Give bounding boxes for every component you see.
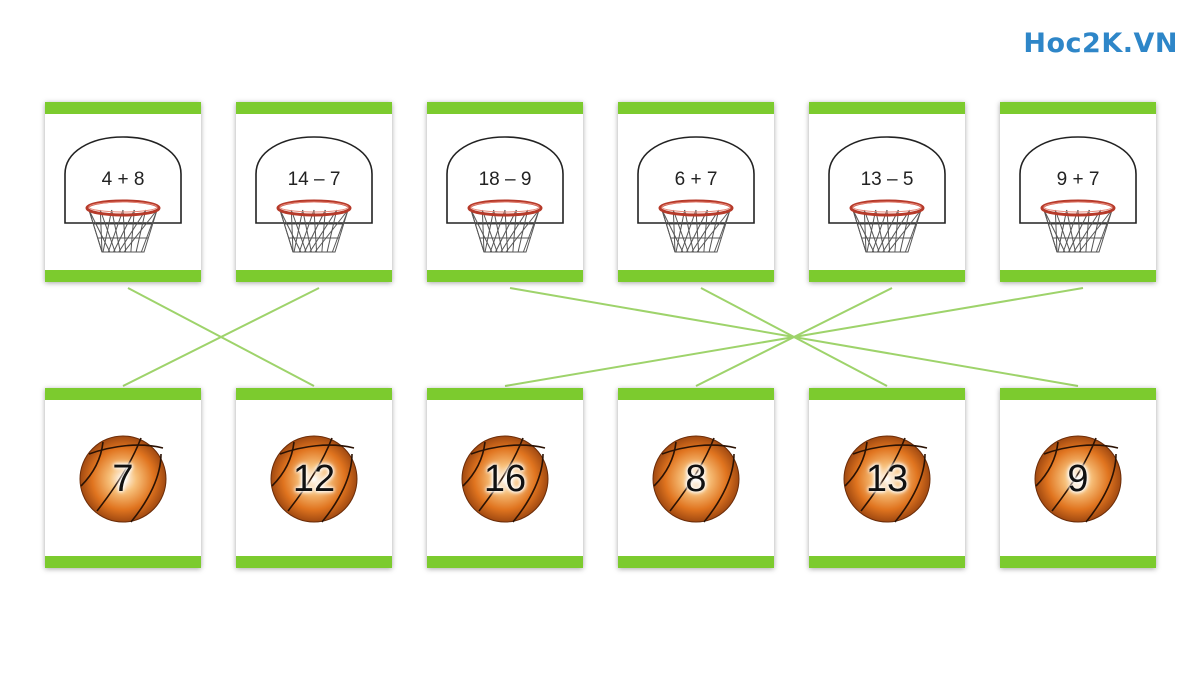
card-bottom-stripe <box>427 270 583 282</box>
backboard-icon <box>1019 136 1137 224</box>
net-icon <box>470 209 540 253</box>
ball-card[interactable]: 9 <box>1000 388 1156 568</box>
hoop-expression: 6 + 7 <box>674 169 718 190</box>
card-top-stripe <box>236 388 392 400</box>
hoop-expression: 14 – 7 <box>287 169 341 190</box>
ball-graphic <box>270 435 358 523</box>
hoop-icon <box>637 136 755 253</box>
card-top-stripe <box>1000 102 1156 114</box>
ball-card[interactable]: 12 <box>236 388 392 568</box>
net-icon <box>852 209 922 253</box>
ball-graphic <box>461 435 549 523</box>
card-top-stripe <box>236 102 392 114</box>
hoop-icon <box>1019 136 1137 253</box>
backboard-icon <box>446 136 564 224</box>
basketball-icon <box>843 435 931 523</box>
net-icon <box>279 209 349 253</box>
basketball-icon <box>652 435 740 523</box>
net-icon <box>1043 209 1113 253</box>
hoop-expression: 18 – 9 <box>478 169 532 190</box>
ball-graphic <box>79 435 167 523</box>
ball-number: 9 <box>1067 458 1089 500</box>
basketball-icon <box>461 435 549 523</box>
card-bottom-stripe <box>809 556 965 568</box>
match-line <box>122 287 320 387</box>
card-bottom-stripe <box>45 270 201 282</box>
hoop-icon <box>64 136 182 253</box>
rim-icon <box>467 199 543 217</box>
hoop-card[interactable]: 14 – 7 <box>236 102 392 282</box>
ball-card[interactable]: 7 <box>45 388 201 568</box>
ball-card[interactable]: 13 <box>809 388 965 568</box>
card-top-stripe <box>427 102 583 114</box>
hoop-card[interactable]: 18 – 9 <box>427 102 583 282</box>
basketball-icon <box>270 435 358 523</box>
ball-number: 13 <box>865 458 909 500</box>
hoop-card[interactable]: 13 – 5 <box>809 102 965 282</box>
hoop-expression: 4 + 8 <box>101 169 145 190</box>
ball-graphic <box>843 435 931 523</box>
card-top-stripe <box>45 388 201 400</box>
ball-number: 16 <box>483 458 527 500</box>
card-bottom-stripe <box>236 556 392 568</box>
ball-number: 7 <box>112 458 134 500</box>
card-top-stripe <box>618 102 774 114</box>
card-top-stripe <box>45 102 201 114</box>
backboard-icon <box>64 136 182 224</box>
ball-graphic <box>652 435 740 523</box>
ball-graphic <box>1034 435 1122 523</box>
card-bottom-stripe <box>1000 270 1156 282</box>
net-icon <box>88 209 158 253</box>
hoop-icon <box>255 136 373 253</box>
card-top-stripe <box>618 388 774 400</box>
hoop-icon <box>446 136 564 253</box>
card-bottom-stripe <box>236 270 392 282</box>
hoop-card[interactable]: 9 + 7 <box>1000 102 1156 282</box>
ball-card[interactable]: 16 <box>427 388 583 568</box>
hoop-icon <box>828 136 946 253</box>
card-bottom-stripe <box>809 270 965 282</box>
net-icon <box>661 209 731 253</box>
card-top-stripe <box>809 102 965 114</box>
match-line <box>504 287 1084 387</box>
rim-icon <box>849 199 925 217</box>
card-bottom-stripe <box>45 556 201 568</box>
ball-card[interactable]: 8 <box>618 388 774 568</box>
hoop-expression: 13 – 5 <box>860 169 914 190</box>
ball-number: 12 <box>292 458 336 500</box>
card-top-stripe <box>809 388 965 400</box>
backboard-icon <box>255 136 373 224</box>
card-bottom-stripe <box>427 556 583 568</box>
card-top-stripe <box>1000 388 1156 400</box>
card-bottom-stripe <box>618 556 774 568</box>
site-logo: Hoc2K.VN <box>1023 28 1178 59</box>
basketball-icon <box>79 435 167 523</box>
rim-icon <box>85 199 161 217</box>
card-top-stripe <box>427 388 583 400</box>
backboard-icon <box>637 136 755 224</box>
hoop-card[interactable]: 6 + 7 <box>618 102 774 282</box>
rim-icon <box>276 199 352 217</box>
rim-icon <box>1040 199 1116 217</box>
card-bottom-stripe <box>618 270 774 282</box>
rim-icon <box>658 199 734 217</box>
backboard-icon <box>828 136 946 224</box>
card-bottom-stripe <box>1000 556 1156 568</box>
hoop-expression: 9 + 7 <box>1056 169 1100 190</box>
hoop-card[interactable]: 4 + 8 <box>45 102 201 282</box>
basketball-icon <box>1034 435 1122 523</box>
ball-number: 8 <box>685 458 707 500</box>
